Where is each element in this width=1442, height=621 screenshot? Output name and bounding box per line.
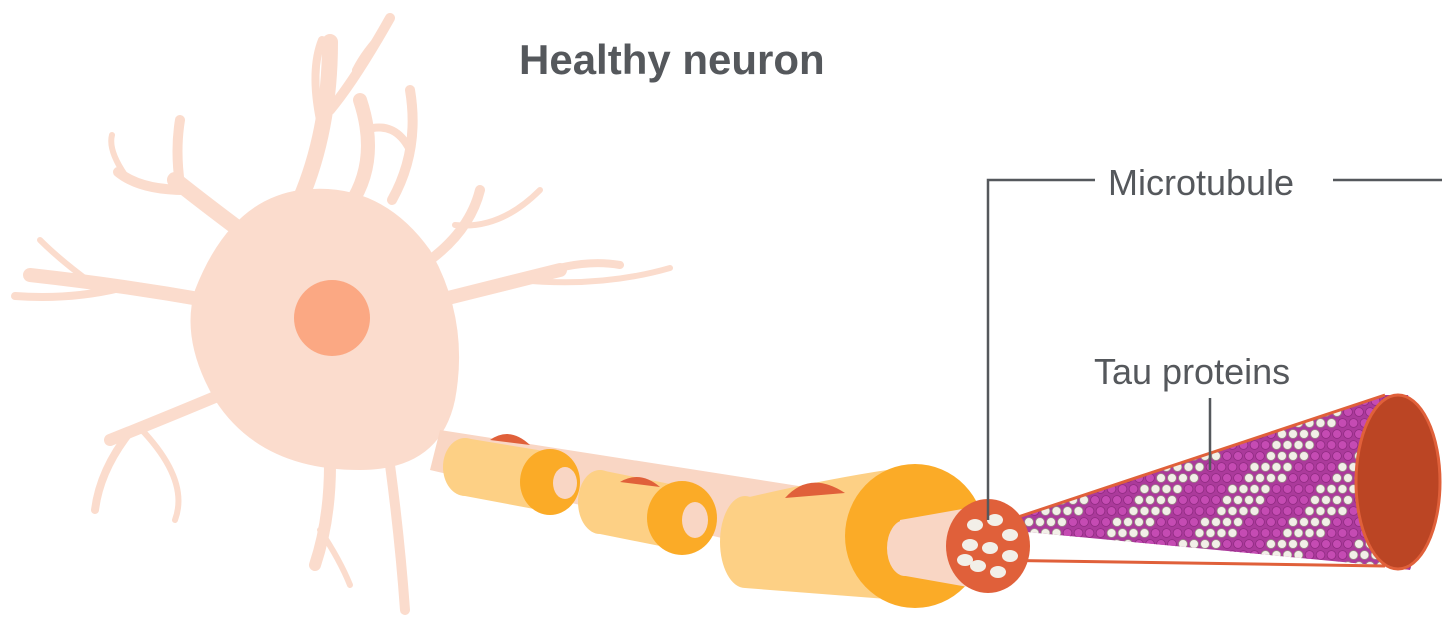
nucleus <box>294 280 370 356</box>
microtubule-cross-section <box>1356 395 1440 569</box>
microtubule-bundle <box>981 386 1442 571</box>
microtubule-label: Microtubule <box>1108 162 1294 204</box>
tau-proteins-label: Tau proteins <box>1094 351 1290 393</box>
myelin-sheath-1 <box>443 434 580 515</box>
diagram-title: Healthy neuron <box>519 36 825 84</box>
